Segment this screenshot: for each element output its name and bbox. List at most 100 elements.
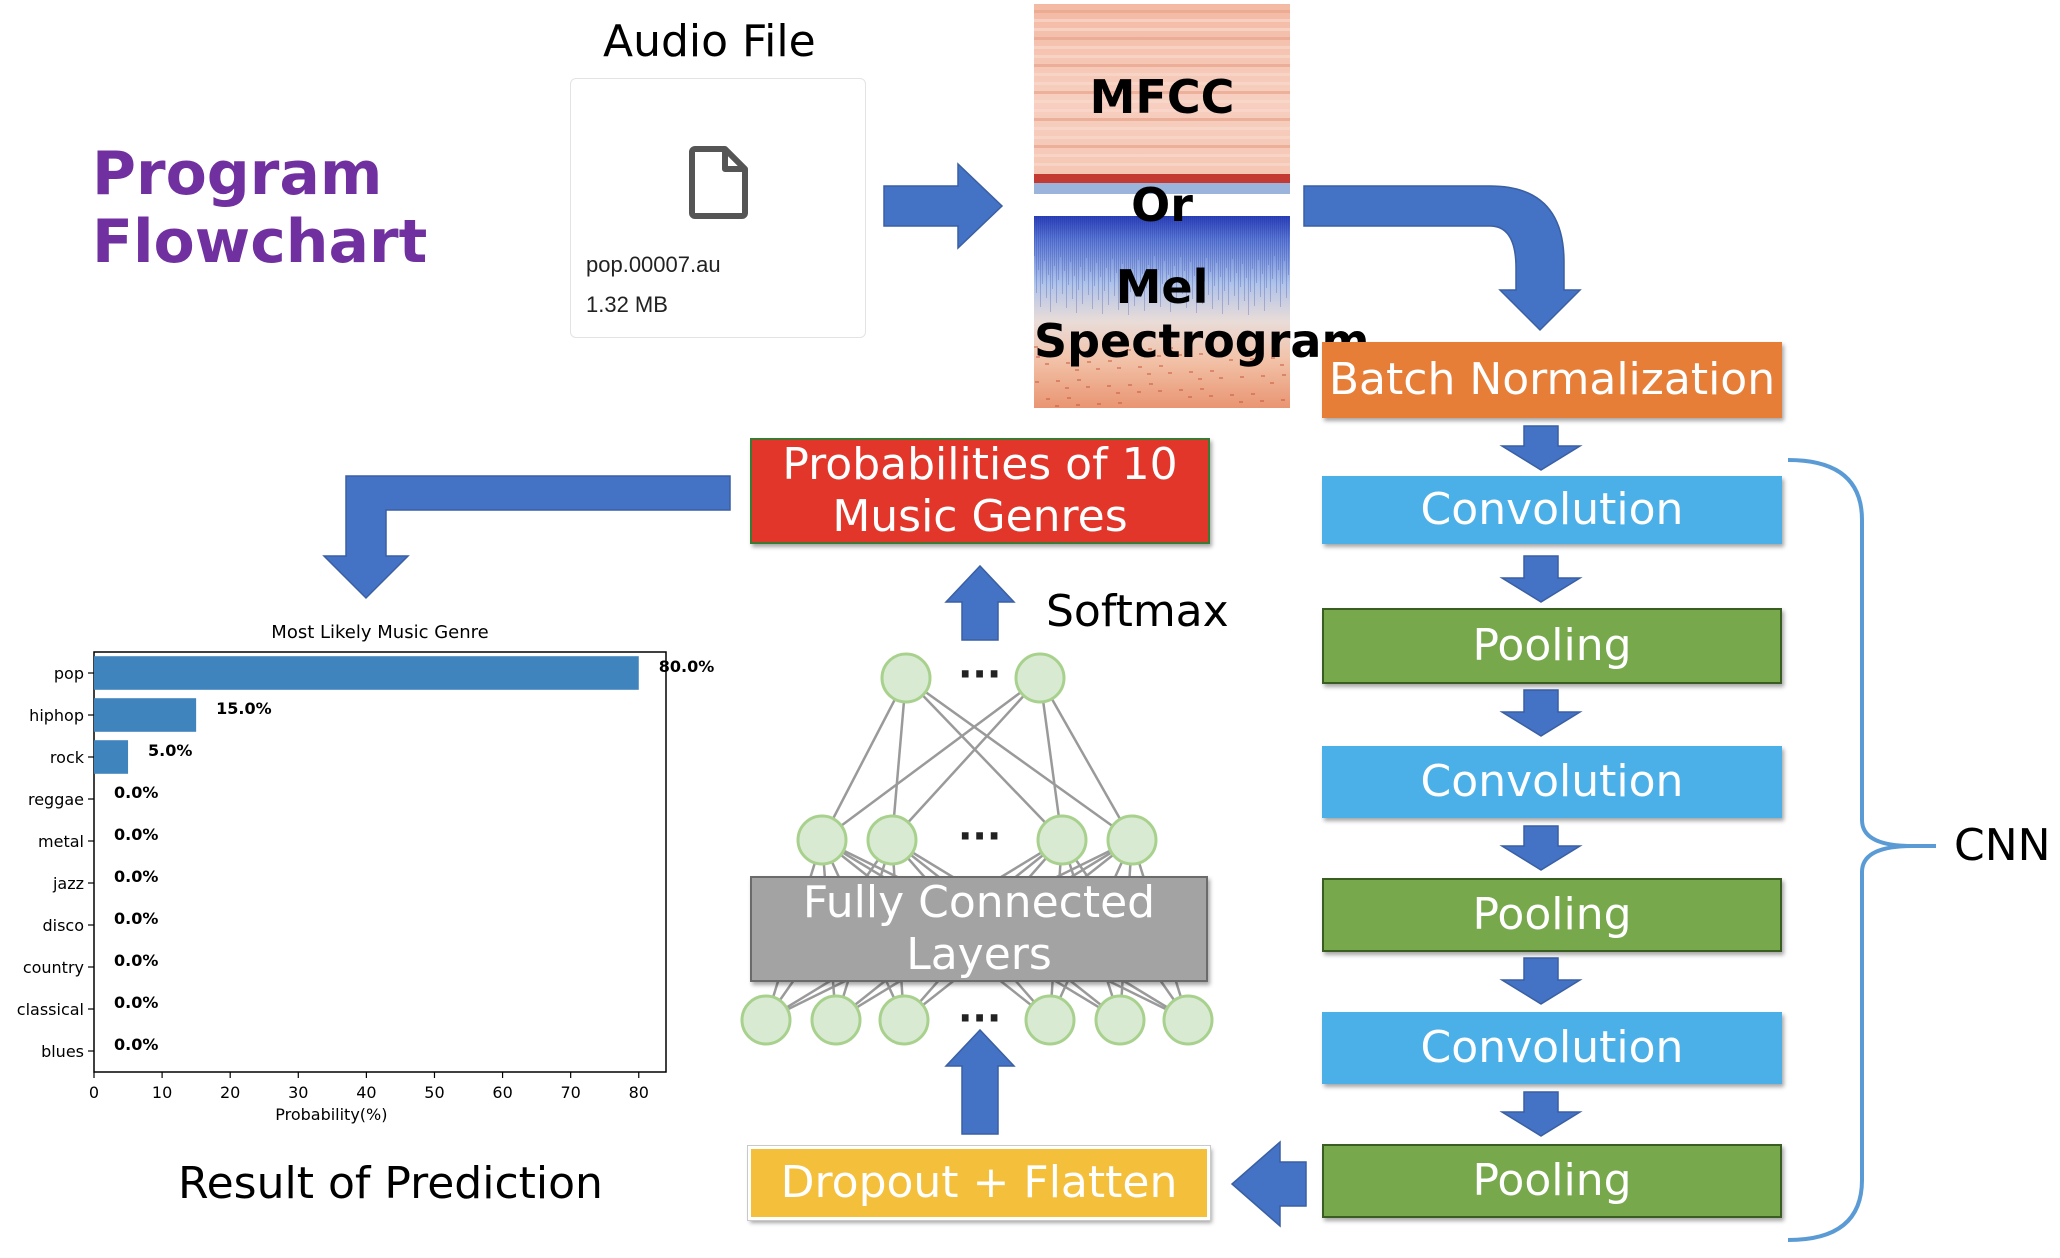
nn-edge (905, 677, 1063, 841)
nn-edge (1038, 677, 1134, 841)
value-label-reggae: 0.0% (114, 783, 158, 802)
convolution-box-3: Convolution (1322, 1012, 1782, 1084)
arrow-cnn-3 (1499, 689, 1583, 737)
mel-label-line-1: Mel (1115, 260, 1209, 314)
nn-node (880, 652, 932, 704)
arrow-network-to-probs (944, 564, 1016, 641)
x-tick-label: 40 (356, 1083, 376, 1102)
pooling-box-2: Pooling (1322, 878, 1782, 952)
x-tick-label: 50 (424, 1083, 444, 1102)
value-label-jazz: 0.0% (114, 867, 158, 886)
value-label-hiphop: 15.0% (216, 699, 272, 718)
nn-node (1036, 814, 1088, 866)
convolution-box-2: Convolution (1322, 746, 1782, 818)
arrow-pool-to-dropout (1230, 1140, 1307, 1228)
value-label-pop: 80.0% (659, 657, 715, 676)
nn-ellipsis-top: ··· (958, 652, 1002, 696)
value-label-blues: 0.0% (114, 1035, 158, 1054)
genre-bar-chart: pop 80.0% hiphop 15.0% rock 5.0% reggae 0.0% met… (17, 651, 715, 1124)
batch-normalization-box: Batch Normalization (1322, 342, 1782, 418)
file-name: pop.00007.au (586, 252, 721, 277)
softmax-label: Softmax (1046, 586, 1229, 637)
audio-file-card[interactable] (570, 78, 866, 338)
file-icon (689, 146, 748, 219)
nn-node (1162, 994, 1214, 1046)
nn-node (1024, 994, 1076, 1046)
arrow-probs-to-chart (322, 475, 731, 600)
mfcc-image (1034, 4, 1290, 194)
file-size: 1.32 MB (586, 292, 668, 317)
dropout-flatten-box: Dropout + Flatten (747, 1145, 1211, 1221)
y-tick-label-hiphop: hiphop (29, 706, 84, 725)
bar-hiphop (94, 698, 197, 732)
value-label-rock: 5.0% (148, 741, 192, 760)
nn-edge (890, 677, 908, 841)
nn-edge (891, 677, 1041, 841)
nn-edge (1038, 677, 1064, 841)
chart-frame (93, 651, 667, 1073)
nn-node (1094, 994, 1146, 1046)
value-label-classical: 0.0% (114, 993, 158, 1012)
y-tick-label-disco: disco (42, 916, 84, 935)
cnn-brace (1787, 458, 1913, 1242)
bar-pop (94, 656, 639, 690)
y-tick-label-country: country (23, 958, 84, 977)
x-tick-label: 60 (492, 1083, 512, 1102)
chart-title: Most Likely Music Genre (271, 622, 489, 643)
nn-edge (821, 676, 1041, 842)
pooling-box-1: Pooling (1322, 608, 1782, 684)
probabilities-box: Probabilities of 10 Music Genres (750, 438, 1210, 544)
y-tick-label-classical: classical (17, 1000, 84, 1019)
x-tick-label: 0 (89, 1083, 99, 1102)
page-title: Program Flowchart (92, 140, 427, 276)
title-line-2: Flowchart (92, 207, 428, 277)
nn-node (878, 994, 930, 1046)
nn-node (810, 994, 862, 1046)
or-label: Or (1131, 178, 1193, 232)
nn-node (1106, 814, 1158, 866)
result-label: Result of Prediction (178, 1158, 603, 1209)
y-tick-label-jazz: jazz (52, 874, 84, 893)
nn-node (796, 814, 848, 866)
x-tick-label: 70 (560, 1083, 580, 1102)
arrow-cnn-5 (1499, 957, 1583, 1005)
mel-spectrogram-image (1034, 216, 1290, 408)
bar-rock (94, 740, 129, 774)
arrow-audio-to-features (883, 162, 1004, 250)
mfcc-label: MFCC (1089, 70, 1235, 124)
nn-node (740, 994, 792, 1046)
arrow-cnn-6 (1499, 1091, 1583, 1137)
probabilities-line-2: Music Genres (832, 491, 1128, 542)
y-tick-label-blues: blues (41, 1042, 84, 1061)
arrow-features-to-batchnorm (1303, 185, 1582, 332)
nn-node (1014, 652, 1066, 704)
nn-node (866, 814, 918, 866)
convolution-box-1: Convolution (1322, 476, 1782, 544)
probabilities-line-1: Probabilities of 10 (782, 439, 1178, 490)
fully-connected-box: Fully Connected Layers (750, 876, 1208, 982)
pooling-box-3: Pooling (1322, 1144, 1782, 1218)
x-tick-label: 80 (629, 1083, 649, 1102)
nn-edge (905, 676, 1133, 842)
title-line-1: Program (92, 139, 383, 209)
value-label-metal: 0.0% (114, 825, 158, 844)
audio-file-label: Audio File (603, 16, 816, 67)
nn-edge (820, 677, 908, 841)
arrow-cnn-2 (1499, 555, 1583, 603)
cnn-brace-label: CNN (1954, 820, 2051, 871)
x-axis-label: Probability(%) (275, 1105, 387, 1124)
x-tick-label: 10 (152, 1083, 172, 1102)
value-label-disco: 0.0% (114, 909, 158, 928)
y-tick-label-reggae: reggae (28, 790, 84, 809)
y-tick-label-pop: pop (54, 664, 84, 683)
value-label-country: 0.0% (114, 951, 158, 970)
arrow-dropout-to-network (944, 1028, 1016, 1135)
y-tick-label-rock: rock (50, 748, 85, 767)
fully-connected-line-1: Fully Connected (802, 877, 1156, 928)
nn-ellipsis-middle: ··· (958, 814, 1002, 858)
y-tick-label-metal: metal (38, 832, 84, 851)
x-tick-label: 30 (288, 1083, 308, 1102)
arrow-cnn-1 (1499, 425, 1583, 471)
fully-connected-line-2: Layers (906, 929, 1052, 980)
